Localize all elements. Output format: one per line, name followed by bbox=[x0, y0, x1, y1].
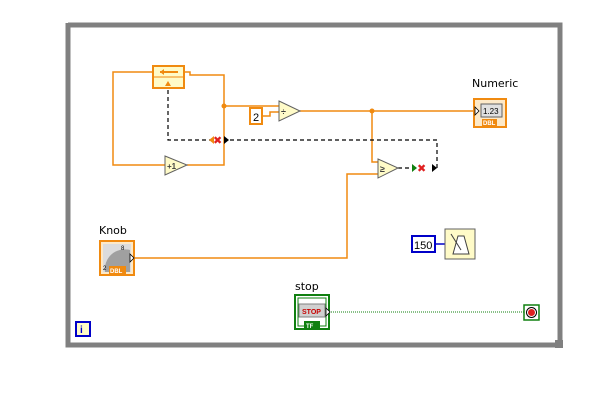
feedback-node[interactable] bbox=[152, 65, 185, 89]
knob-scale-min: 2 bbox=[103, 266, 107, 272]
stop-control[interactable]: STOP TF bbox=[294, 294, 331, 330]
knob-label: Knob bbox=[99, 224, 127, 237]
stop-datatype: TF bbox=[306, 324, 314, 330]
loop-condition-terminal[interactable] bbox=[523, 304, 540, 321]
divisor-value: 2 bbox=[253, 112, 259, 124]
while-loop[interactable] bbox=[65, 22, 563, 348]
broken-wires bbox=[167, 90, 438, 169]
increment-node[interactable]: +1 bbox=[164, 155, 189, 176]
stop-label: stop bbox=[295, 280, 319, 293]
divide-label: ÷ bbox=[281, 107, 286, 117]
knob-datatype: DBL bbox=[110, 269, 123, 275]
numeric-indicator[interactable]: 1.23 DBL bbox=[473, 98, 507, 128]
stop-if-true-icon bbox=[528, 309, 535, 316]
iteration-label: i bbox=[80, 325, 83, 336]
numeric-label: Numeric bbox=[472, 77, 519, 90]
numeric-datatype: DBL bbox=[483, 121, 496, 127]
wait-constant[interactable]: 150 bbox=[411, 235, 445, 253]
wire-junction bbox=[221, 103, 227, 109]
stop-button-text: STOP bbox=[302, 309, 321, 316]
iteration-terminal: i bbox=[75, 321, 91, 337]
svg-text:✖: ✖ bbox=[417, 162, 426, 175]
divisor-constant[interactable]: 2 bbox=[249, 107, 263, 125]
knob-control[interactable]: 8 2 DBL bbox=[99, 240, 135, 276]
compare-label: ≥ bbox=[380, 164, 385, 174]
wire-junction bbox=[369, 108, 375, 114]
broken-wire-marker: ✖ bbox=[209, 134, 229, 147]
divide-node[interactable]: ÷ bbox=[278, 100, 302, 122]
numeric-display: 1.23 bbox=[483, 107, 499, 116]
greater-equal-node[interactable]: ≥ bbox=[377, 158, 400, 179]
wait-ms-node[interactable] bbox=[444, 228, 476, 260]
increment-label: +1 bbox=[167, 162, 177, 171]
knob-scale-max: 8 bbox=[121, 246, 125, 252]
dbl-wires bbox=[112, 71, 474, 259]
wait-value: 150 bbox=[414, 240, 432, 252]
broken-wire-marker: ✖ bbox=[412, 162, 437, 175]
svg-text:✖: ✖ bbox=[213, 134, 222, 147]
